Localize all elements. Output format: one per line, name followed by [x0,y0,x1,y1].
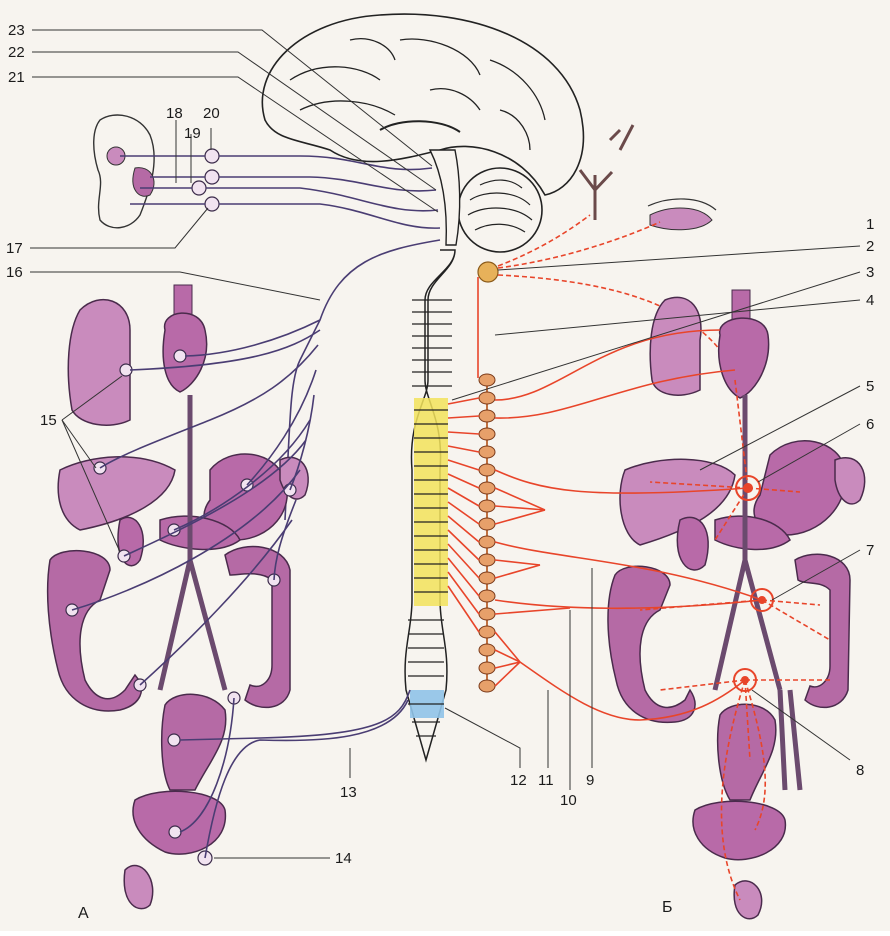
label-3: 3 [866,264,874,281]
thoracolumbar-segment [414,398,448,606]
face-profile [94,115,154,228]
label-20: 20 [203,105,220,122]
label-22: 22 [8,44,25,61]
left-liver [58,457,175,530]
label-21: 21 [8,69,25,86]
cerebellum [458,168,542,252]
white-rami [448,398,479,632]
label-7: 7 [866,542,874,559]
label-9: 9 [586,772,594,789]
label-2: 2 [866,238,874,255]
right-heart [719,290,769,398]
right-rectum-bladder [693,704,785,918]
label-17: 17 [6,240,23,257]
label-18: 18 [166,105,183,122]
label-12: 12 [510,772,527,789]
left-heart [163,285,206,392]
label-6: 6 [866,416,874,433]
label-23: 23 [8,22,25,39]
label-11: 11 [538,772,554,789]
ganglion-19 [205,170,219,184]
brain [262,14,583,195]
sympathetic-trunk [448,374,495,692]
superior-cervical-ganglion [478,262,498,282]
brainstem [430,150,460,245]
ganglion-20 [205,149,219,163]
ganglion-18 [192,181,206,195]
label-10: 10 [560,792,577,809]
right-eye-and-vessels [580,125,716,230]
right-stomach [754,441,865,535]
label-4: 4 [866,292,874,309]
left-lung [68,300,130,426]
label-19: 19 [184,125,201,142]
label-16: 16 [6,264,23,281]
label-14: 14 [335,850,352,867]
label-15: 15 [40,412,57,429]
label-5: 5 [866,378,874,395]
spinal-cord [405,250,455,760]
right-lung [650,297,701,395]
label-1: 1 [866,216,874,233]
right-pancreas-kidney [677,516,790,570]
left-rectum-bladder [124,694,226,908]
label-13: 13 [340,784,357,801]
panel-label-b: Б [662,899,673,916]
label-8: 8 [856,762,864,779]
panel-label-a: А [78,905,89,922]
cranial-parasympathetic-ganglia [192,149,219,211]
